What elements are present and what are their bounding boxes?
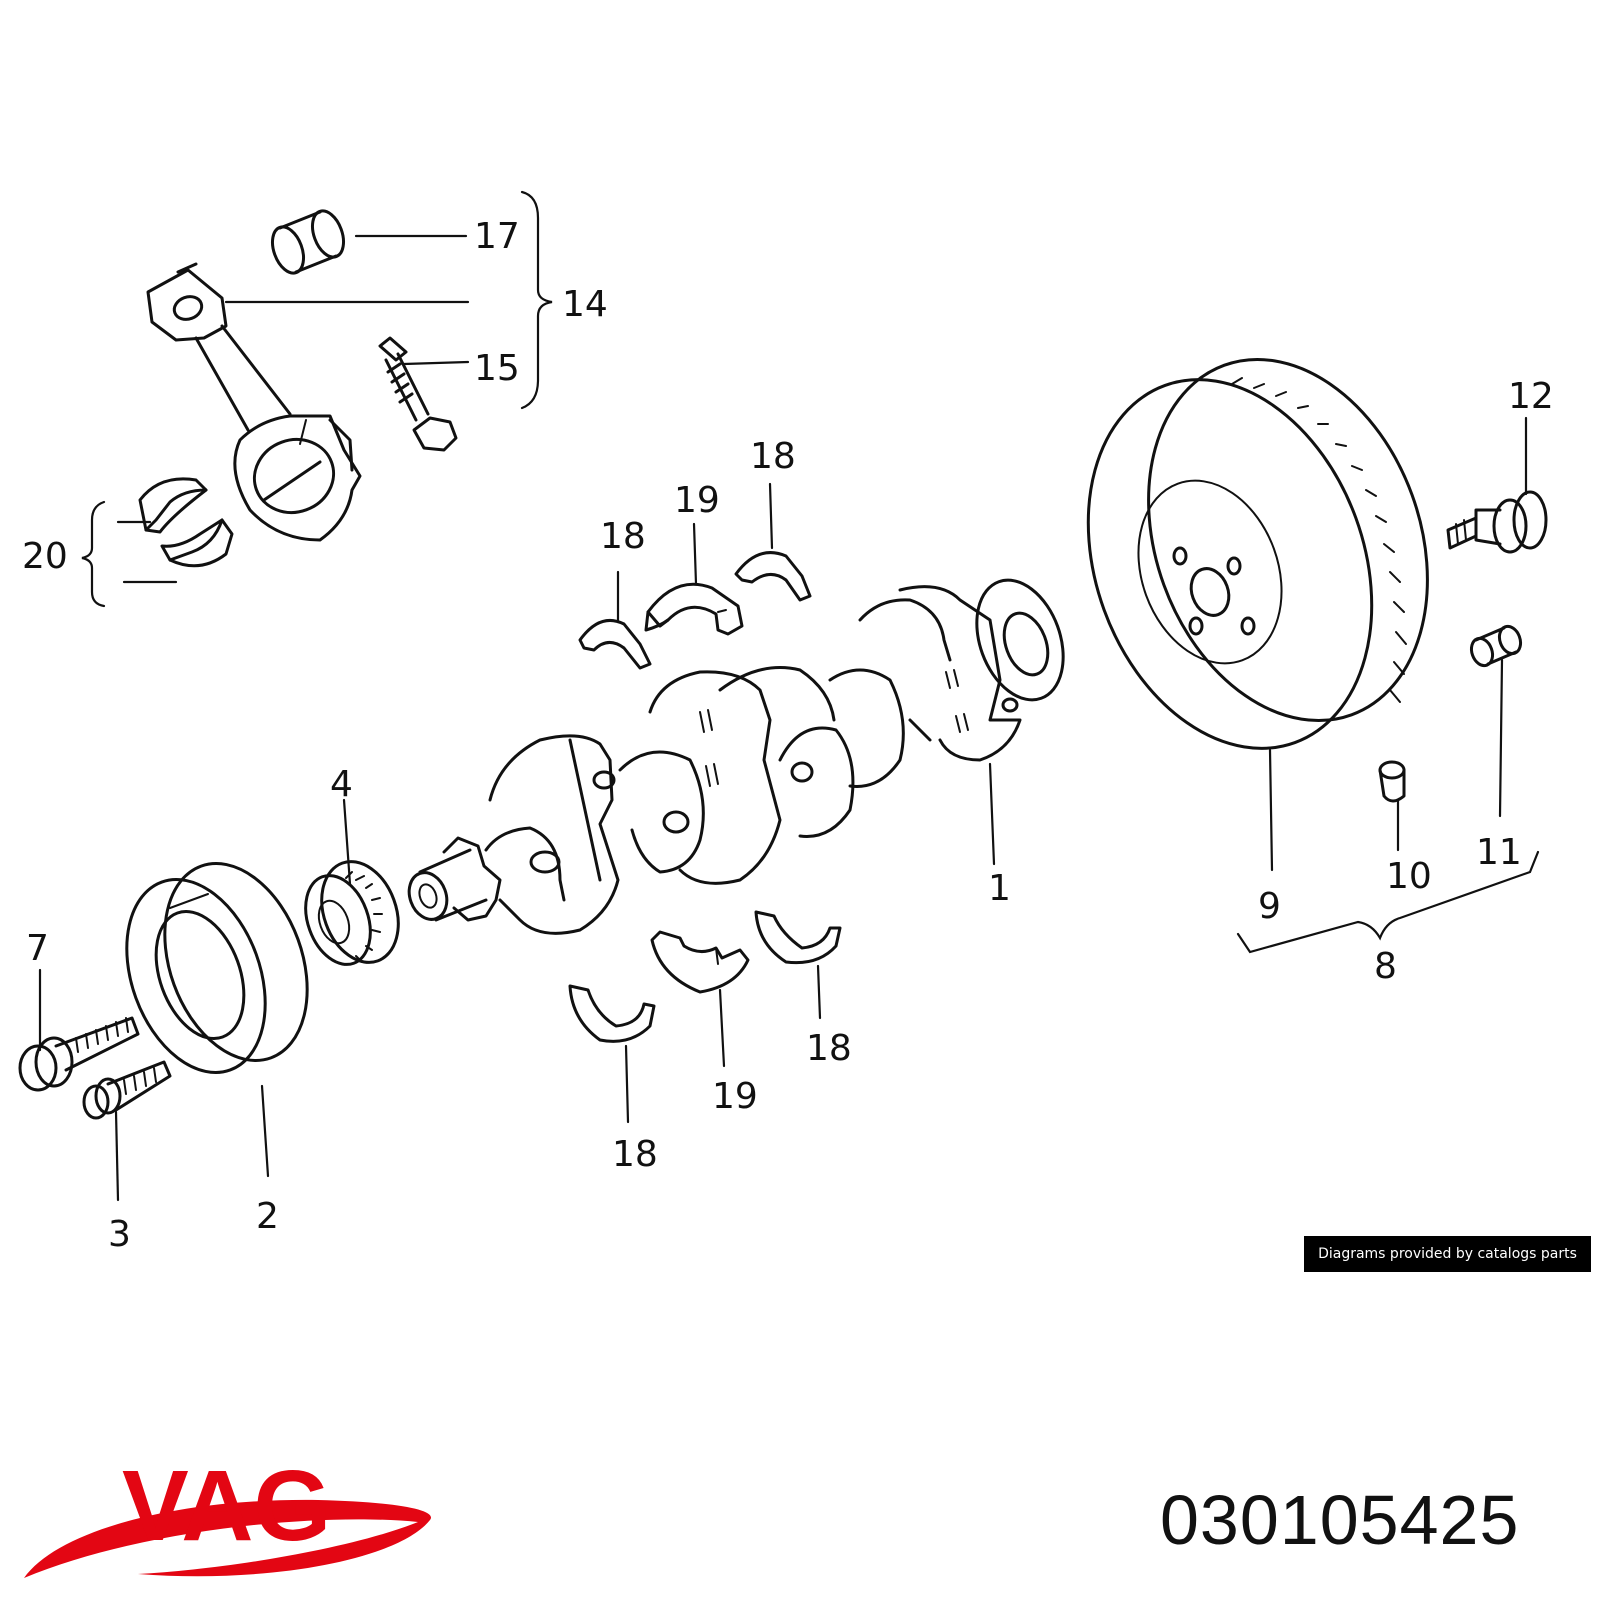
callout-18-upper-right: 18 (750, 436, 796, 477)
callout-17: 17 (474, 216, 520, 257)
dowel-pin-small (1378, 760, 1406, 803)
dowel-pin-large (1469, 624, 1523, 668)
conrod-bolt (378, 336, 458, 452)
callout-19-upper: 19 (674, 480, 720, 521)
main-bearing-upper (644, 582, 744, 636)
diagram-credit-banner: Diagrams provided by catalogs parts (1304, 1236, 1591, 1272)
callout-18-lower-right: 18 (806, 1028, 852, 1069)
callout-7: 7 (26, 928, 49, 969)
callout-14: 14 (562, 284, 608, 325)
callout-20: 20 (22, 536, 68, 577)
callout-1: 1 (988, 868, 1011, 909)
part-number: 030105425 (1160, 1481, 1520, 1559)
callout-11: 11 (1476, 832, 1522, 873)
thrust-washer-lower-right (754, 910, 842, 965)
flywheel-bolt (1446, 490, 1548, 554)
logo-wordmark: VAG (122, 1450, 331, 1562)
main-bearing-lower (650, 930, 750, 994)
thrust-washer-upper-right (734, 551, 812, 602)
callout-8: 8 (1374, 946, 1397, 987)
logo-swoosh (24, 1499, 432, 1578)
callout-18-upper-left: 18 (600, 516, 646, 557)
thrust-washer-lower-left (568, 984, 656, 1043)
callout-18-lower-left: 18 (612, 1134, 658, 1175)
callout-3: 3 (108, 1214, 131, 1255)
piston-pin (270, 209, 346, 275)
callout-9: 9 (1258, 886, 1281, 927)
pulley-bolt-small (82, 1060, 172, 1120)
flywheel (1086, 357, 1429, 750)
callout-15: 15 (474, 348, 520, 389)
crankshaft-pulley (125, 862, 309, 1074)
callout-2: 2 (256, 1196, 279, 1237)
connecting-rod (146, 262, 362, 542)
pulley-bolt-large (18, 1016, 140, 1092)
callout-4: 4 (330, 764, 353, 805)
callout-19-lower: 19 (712, 1076, 758, 1117)
thrust-washer-upper-left (578, 619, 652, 670)
bearing-shells-set (138, 477, 234, 568)
crankshaft-sprocket (304, 860, 400, 966)
crankshaft (407, 578, 1065, 935)
callout-10: 10 (1386, 856, 1432, 897)
callout-12: 12 (1508, 376, 1554, 417)
brand-logo: VAG (24, 1450, 432, 1578)
leader-lines (38, 190, 1540, 1202)
